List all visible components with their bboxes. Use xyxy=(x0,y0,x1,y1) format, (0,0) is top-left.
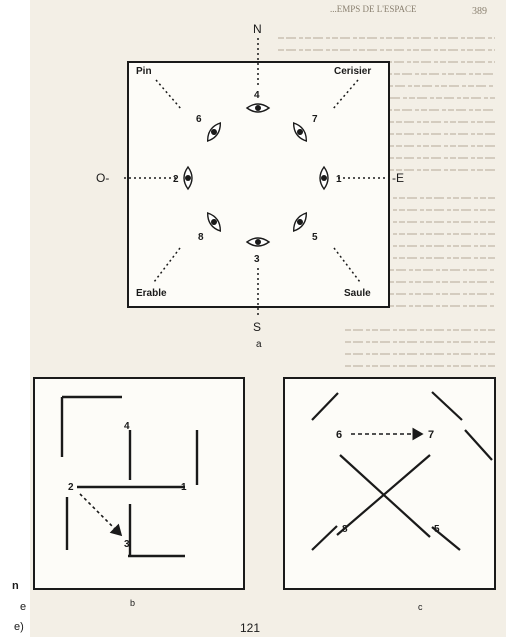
number-7: 7 xyxy=(312,114,318,125)
b-number-1: 1 xyxy=(181,482,187,493)
tree-saule-label: Saule xyxy=(344,288,371,299)
west-label: O- xyxy=(96,171,109,185)
b-number-4: 4 xyxy=(124,421,130,432)
tree-pin-label: Pin xyxy=(136,66,152,77)
c-number-7: 7 xyxy=(428,429,434,441)
tree-cerisier-label: Cerisier xyxy=(334,66,371,77)
eye-1-icon xyxy=(319,166,329,190)
figure-a: N S O- -E Pin Cerisier Erable Saule 4 3 … xyxy=(96,22,404,350)
eye-4-icon xyxy=(246,103,270,113)
b-number-2: 2 xyxy=(68,482,74,493)
number-2: 2 xyxy=(173,174,179,185)
b-number-3: 3 xyxy=(124,539,130,550)
margin-fragment-1: n xyxy=(12,580,19,592)
figure-c-caption: c xyxy=(418,602,423,612)
tree-erable-label: Erable xyxy=(136,288,167,299)
eye-3-icon xyxy=(246,237,270,247)
page-number: 121 xyxy=(240,621,260,635)
number-4: 4 xyxy=(254,90,260,101)
c-number-8: 8 xyxy=(342,524,348,535)
c-number-5: 5 xyxy=(434,524,440,535)
c-number-6: 6 xyxy=(336,429,342,441)
number-1: 1 xyxy=(336,174,342,185)
east-label: -E xyxy=(392,171,404,185)
figure-b-caption: b xyxy=(130,598,135,608)
eye-2-icon xyxy=(183,166,193,190)
number-8: 8 xyxy=(198,232,204,243)
figure-c: 6 7 8 5 c xyxy=(283,377,496,612)
margin-fragment-2: e xyxy=(20,601,26,613)
number-3: 3 xyxy=(254,254,260,265)
figure-b: 4 2 1 3 b xyxy=(33,377,245,608)
number-6: 6 xyxy=(196,114,202,125)
running-title: ...EMPS DE L'ESPACE xyxy=(330,4,417,14)
top-page-number: 389 xyxy=(472,6,487,17)
number-5: 5 xyxy=(312,232,318,243)
figure-a-caption: a xyxy=(256,339,262,350)
margin-fragment-3: e) xyxy=(14,621,24,633)
south-label: S xyxy=(253,320,261,334)
left-margin-fragments: n e e) xyxy=(12,580,26,633)
north-label: N xyxy=(253,22,262,36)
